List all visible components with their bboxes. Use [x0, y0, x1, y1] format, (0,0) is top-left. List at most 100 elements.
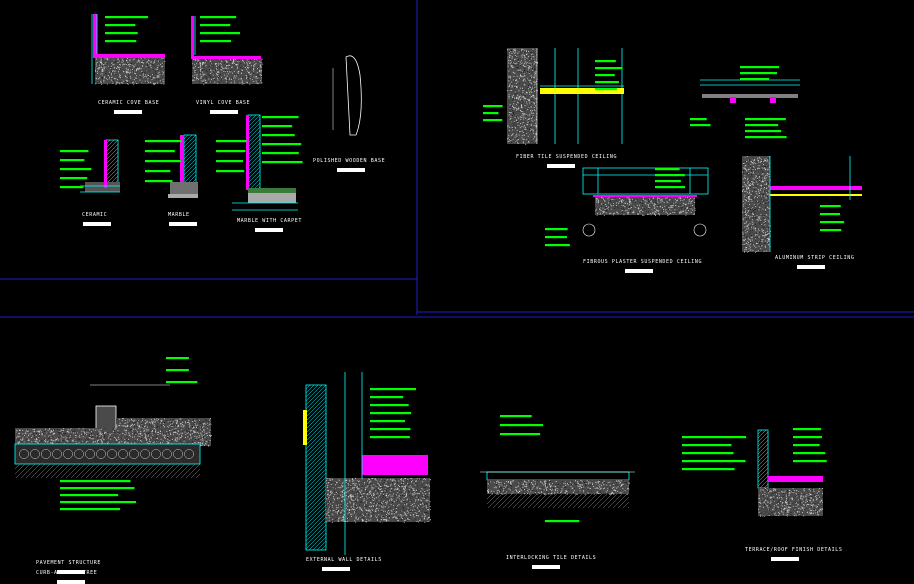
annotation-note: [483, 105, 503, 108]
scale-bar: [114, 110, 142, 114]
scale-bar: [797, 265, 825, 269]
annotation-note: [690, 118, 707, 121]
annotation-note: [740, 72, 777, 75]
hatch: [758, 430, 768, 488]
gravel-stone: [30, 449, 40, 459]
annotation-note: [655, 186, 686, 189]
annotation-note: [595, 88, 617, 91]
detail-external-wall: [303, 372, 431, 555]
annotation-note: [595, 81, 619, 84]
scale-bar: [532, 565, 560, 569]
annotation-note: [655, 180, 681, 183]
annotation-note: [200, 24, 231, 27]
annotation-note: [60, 508, 121, 511]
annotation-note: [370, 412, 412, 415]
gravel-stone: [41, 449, 51, 459]
annotation-note: [216, 160, 243, 163]
annotation-note: [166, 369, 189, 372]
annotation-note: [820, 221, 845, 224]
concrete-fill: [15, 428, 200, 444]
gravel-stone: [162, 449, 172, 459]
scale-bar: [322, 567, 350, 571]
annotation-note: [216, 170, 245, 173]
annotation-note: [595, 74, 615, 77]
scale-bar: [57, 580, 85, 584]
screed: [248, 193, 296, 203]
annotation-note: [262, 161, 303, 164]
hatch: [306, 385, 326, 550]
detail-title: EXTERNAL WALL DETAILS: [306, 557, 382, 563]
annotation-note: [216, 150, 246, 153]
annotation-note: [682, 436, 747, 439]
gravel-stone: [19, 449, 29, 459]
detail-title: MARBLE WITH CARPET: [237, 218, 302, 224]
annotation-note: [262, 125, 293, 128]
annotation-note: [793, 444, 820, 447]
gravel-stone: [184, 449, 194, 459]
annotation-note: [500, 424, 544, 427]
annotation-note: [682, 468, 735, 471]
scale-bar: [209, 110, 238, 114]
annotation-note: [262, 152, 299, 155]
wall-finish: [191, 16, 194, 58]
detail-callout: [693, 223, 707, 237]
aggregate-speckle: [15, 428, 201, 445]
wall-finish: [180, 135, 184, 190]
detail-title: FIBROUS PLASTER SUSPENDED CEILING: [583, 259, 703, 265]
detail-marble: [145, 134, 198, 198]
annotation-note: [545, 228, 568, 231]
annotation-note: [370, 404, 409, 407]
aggregate-speckle: [326, 478, 431, 523]
wall-finish: [104, 140, 107, 188]
paver-layer: [486, 471, 630, 481]
annotation-note: [145, 160, 181, 163]
annotation-note: [105, 32, 138, 35]
annotation-note: [793, 460, 827, 463]
detail-title: PAVEMENT STRUCTURE: [36, 560, 101, 566]
annotation-note: [500, 415, 532, 418]
annotation-note: [655, 168, 680, 171]
annotation-note: [820, 213, 841, 216]
annotation-note: [200, 40, 232, 43]
plaster-finish: [593, 195, 697, 197]
annotation-note: [60, 186, 84, 189]
annotation-note: [60, 487, 135, 490]
annotation-note: [745, 124, 779, 127]
detail-title: MARBLE: [168, 212, 190, 218]
gravel-stone: [63, 449, 73, 459]
annotation-note: [105, 24, 136, 27]
annotation-note: [793, 452, 826, 455]
floor-finish: [191, 56, 261, 59]
annotation-note: [166, 381, 198, 384]
hanger-clip: [730, 97, 736, 103]
concrete-fill: [95, 58, 165, 84]
annotation-note: [60, 177, 88, 180]
annotation-note: [820, 229, 842, 232]
aluminum-strip: [770, 194, 862, 196]
annotation-note: [655, 174, 685, 177]
detail-terrace-roof: [682, 428, 827, 517]
base-course: [487, 494, 629, 508]
annotation-note: [262, 143, 302, 146]
annotation-note: [200, 16, 237, 19]
ceiling-panel: [702, 94, 798, 98]
detail-ceramic: [60, 139, 120, 193]
gravel-stone: [173, 449, 183, 459]
scale-bar: [771, 557, 799, 561]
annotation-note: [545, 520, 580, 523]
annotation-note: [595, 67, 623, 70]
annotation-note: [740, 66, 780, 69]
scale-bar: [547, 164, 575, 168]
strip-finish: [770, 186, 862, 190]
detail-ceiling-section-top: [690, 66, 800, 139]
aggregate-speckle: [116, 418, 212, 447]
aggregate-speckle: [192, 58, 263, 85]
detail-title: TERRACE/ROOF FINISH DETAILS: [745, 547, 843, 553]
gravel-stone: [118, 449, 128, 459]
scale-bar: [336, 168, 365, 172]
carpet-layer: [248, 188, 296, 193]
wall-finish: [93, 14, 97, 58]
detail-title: ALUMINUM STRIP CEILING: [775, 255, 855, 261]
annotation-note: [690, 124, 711, 127]
